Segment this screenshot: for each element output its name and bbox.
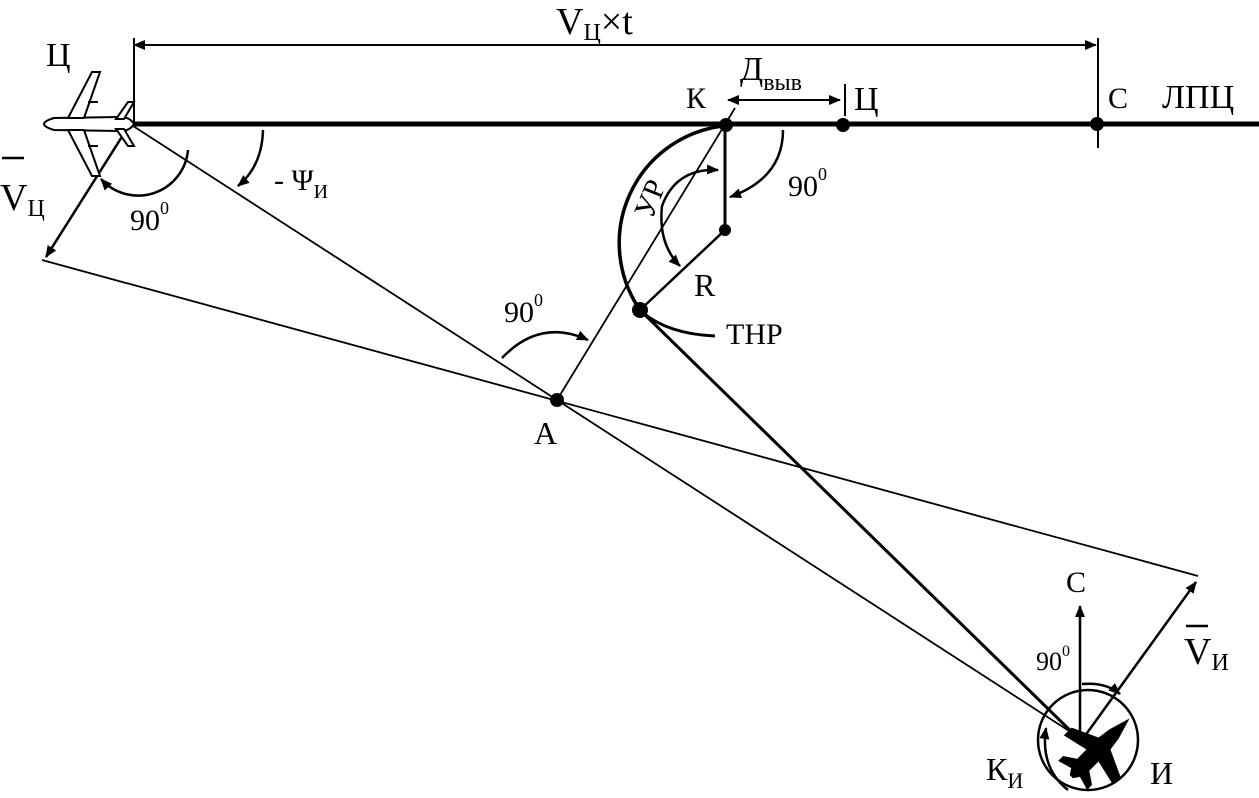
ki-label: КИ — [986, 751, 1023, 793]
angle-90-bottom-label: 900 — [1036, 643, 1070, 676]
target-left-label: Ц — [46, 37, 71, 74]
a-label: А — [534, 415, 557, 451]
angle-ur-arc — [660, 164, 719, 267]
dvyv-label: Двыв — [740, 51, 802, 96]
point-target-mid — [836, 118, 850, 132]
turn-arc — [617, 124, 724, 311]
svg-text:VЦ: VЦ — [0, 177, 45, 222]
tnr-label: ТНР — [726, 318, 783, 351]
vc-to-vi-line — [41, 259, 1199, 577]
target-velocity-vector — [44, 123, 132, 258]
svg-text:VИ: VИ — [1184, 631, 1229, 676]
vc-label: VЦ — [0, 156, 45, 222]
point-k — [719, 118, 733, 132]
angle-90-right-label: 900 — [788, 164, 827, 203]
angle-90-left-arc — [100, 149, 190, 197]
psi-label: - ΨИ — [274, 164, 328, 203]
angle-90-right-arc — [729, 129, 785, 199]
vt-label: VЦ×t — [556, 1, 633, 46]
a-to-k-line — [556, 107, 736, 401]
lpts-label: ЛПЦ — [1162, 79, 1234, 116]
c-top-label: С — [1108, 82, 1128, 115]
interceptor-path-line — [638, 308, 1084, 744]
angle-90-bottom-arc — [1081, 682, 1121, 695]
vi-label: VИ — [1184, 624, 1229, 676]
point-turn-center — [719, 224, 731, 236]
c-bottom-label: С — [1066, 566, 1086, 599]
angle-90-mid-label: 900 — [504, 290, 543, 329]
sight-line — [129, 123, 1081, 739]
tnr-leader — [641, 310, 716, 338]
i-label: И — [1150, 755, 1173, 791]
interceptor-velocity-vector — [1080, 581, 1198, 741]
airliner-icon — [42, 71, 136, 177]
heading-arc — [1039, 727, 1069, 791]
fighter-jet-icon — [1058, 718, 1130, 790]
angle-90-mid-arc — [501, 330, 589, 359]
point-c — [1090, 117, 1104, 131]
point-a — [550, 393, 564, 407]
r-label: R — [694, 267, 716, 303]
interceptor-circle — [1036, 688, 1140, 792]
angle-90-left-label: 900 — [130, 198, 169, 237]
target-mid-label: Ц — [854, 81, 879, 118]
angle-psi-arc — [237, 129, 265, 187]
k-label: К — [686, 82, 707, 115]
point-tnr — [632, 302, 648, 318]
